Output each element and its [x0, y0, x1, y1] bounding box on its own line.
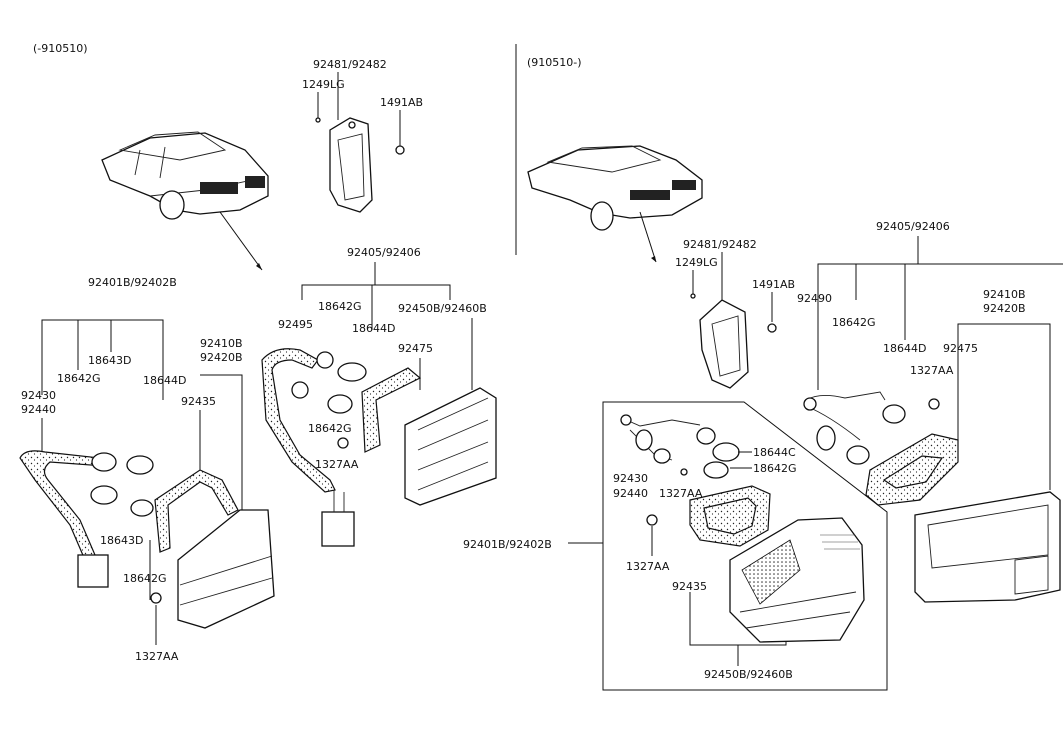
left-label-92450b-92460b: 92450B/92460B — [398, 302, 487, 315]
right-bracket-9240x — [817, 263, 1063, 390]
right-label-92450b-92460b: 92450B/92460B — [704, 668, 793, 681]
left-label-92475: 92475 — [398, 342, 433, 355]
left-label-18642g-bot: 18642G — [123, 572, 167, 585]
left-label-92401b-92402b: 92401B/92402B — [88, 276, 177, 289]
right-label-1491ab: 1491AB — [752, 278, 795, 291]
left-lower-harness — [19, 450, 154, 588]
right-label-1327aa-top: 1327AA — [910, 364, 954, 377]
left-label-18642g-top: 18642G — [318, 300, 362, 313]
left-screw-1327aa — [150, 592, 162, 604]
right-box-harness — [620, 414, 740, 479]
right-label-92440: 92440 — [613, 487, 648, 500]
right-label-1249lg: 1249LG — [675, 256, 718, 269]
right-rear-lens-panel — [914, 491, 1061, 603]
right-label-92430: 92430 — [613, 472, 648, 485]
left-label-92410b: 92410B — [200, 337, 243, 350]
left-label-1249lg: 1249LG — [302, 78, 345, 91]
right-assembly-box — [602, 401, 888, 691]
right-upper-harness — [803, 391, 940, 465]
left-label-18643d-bot: 18643D — [100, 534, 143, 547]
right-screw-1327aa — [646, 514, 658, 526]
left-label-92420b: 92420B — [200, 351, 243, 364]
right-label-92435: 92435 — [672, 580, 707, 593]
right-license-lamp — [690, 293, 777, 389]
right-car-illustration — [527, 145, 703, 231]
right-gasket — [865, 433, 959, 506]
right-box-gasket — [689, 485, 771, 547]
right-label-18642g: 18642G — [832, 316, 876, 329]
right-car-arrow — [639, 211, 657, 263]
left-label-92440: 92440 — [21, 403, 56, 416]
right-label-1327aa-box: 1327AA — [659, 487, 703, 500]
left-label-92435: 92435 — [181, 395, 216, 408]
right-label-18642g-box: 18642G — [753, 462, 797, 475]
left-label-18644d-left: 18644D — [143, 374, 186, 387]
left-label-18642g-left: 18642G — [57, 372, 101, 385]
left-label-1327aa-mid: 1327AA — [315, 458, 359, 471]
left-rear-combination-lens — [404, 387, 497, 506]
left-car-arrow — [219, 211, 263, 271]
left-label-18643d-top: 18643D — [88, 354, 131, 367]
left-license-lamp — [315, 117, 405, 213]
right-label-1327aa-low: 1327AA — [626, 560, 670, 573]
right-label-18644d: 18644D — [883, 342, 926, 355]
right-label-92420b: 92420B — [983, 302, 1026, 315]
left-label-1491ab: 1491AB — [380, 96, 423, 109]
left-lamp-gasket — [361, 367, 422, 453]
left-lower-gasket — [154, 469, 239, 553]
right-label-92410b: 92410B — [983, 288, 1026, 301]
right-label-92490: 92490 — [797, 292, 832, 305]
left-label-92495: 92495 — [278, 318, 313, 331]
left-car-illustration — [101, 131, 269, 220]
left-period-label: (-910510) — [33, 42, 88, 55]
left-label-92481-92482: 92481/92482 — [313, 58, 387, 71]
right-label-18644c: 18644C — [753, 446, 796, 459]
left-lower-lens — [177, 509, 275, 629]
left-upper-harness — [261, 348, 367, 547]
left-bracket-9240b — [41, 319, 164, 400]
left-label-92430: 92430 — [21, 389, 56, 402]
right-label-92475: 92475 — [943, 342, 978, 355]
right-period-label: (910510-) — [527, 56, 582, 69]
left-label-18644d-mid: 18644D — [352, 322, 395, 335]
left-label-92405-92406: 92405/92406 — [347, 246, 421, 259]
right-label-92405-92406: 92405/92406 — [876, 220, 950, 233]
right-label-92401b-92402b: 92401B/92402B — [463, 538, 552, 551]
left-label-1327aa-bot: 1327AA — [135, 650, 179, 663]
left-label-18642g-mid: 18642G — [308, 422, 352, 435]
left-bracket-9240x — [301, 284, 451, 300]
right-box-lens — [729, 517, 865, 643]
right-label-92481-92482: 92481/92482 — [683, 238, 757, 251]
